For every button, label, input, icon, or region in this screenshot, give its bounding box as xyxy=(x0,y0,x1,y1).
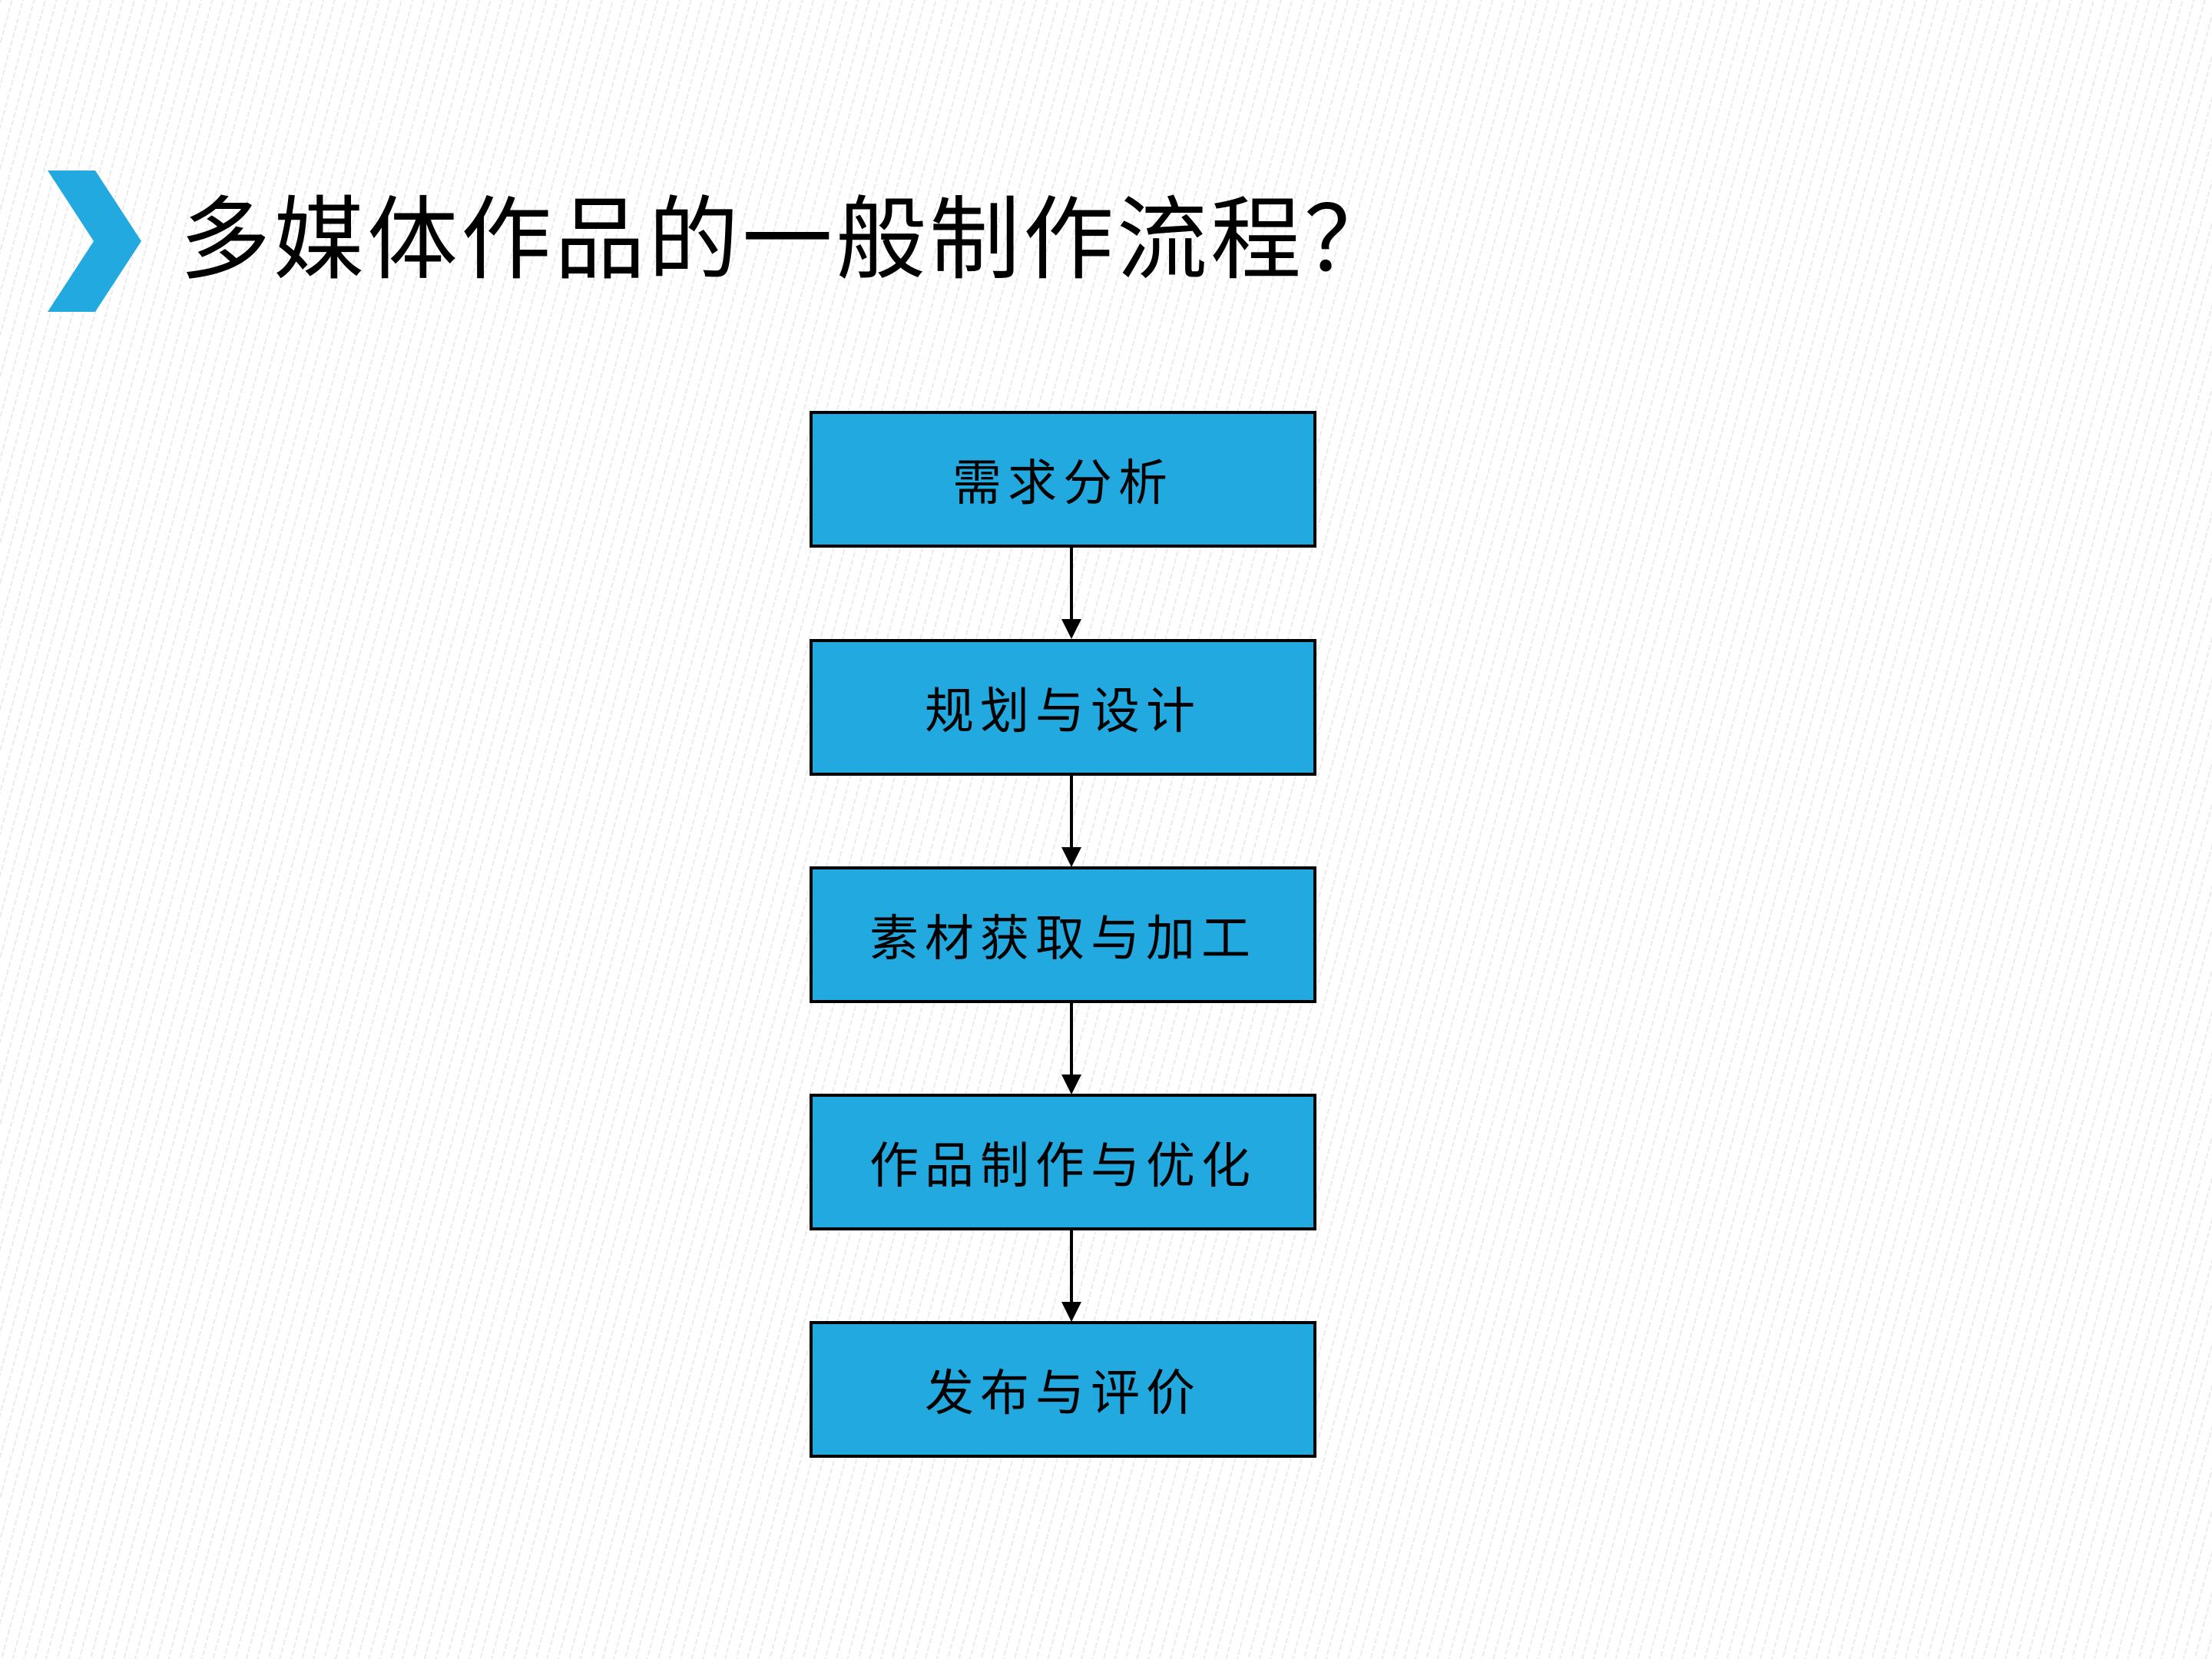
arrow-shaft xyxy=(1070,776,1073,850)
arrow-head xyxy=(1061,1075,1081,1094)
chevron-right-icon xyxy=(48,171,141,312)
flow-step-release-evaluation: 发布与评价 xyxy=(810,1321,1316,1458)
flow-step-label: 发布与评价 xyxy=(925,1366,1201,1421)
flow-step-label: 需求分析 xyxy=(952,456,1174,511)
flowchart: 需求分析 规划与设计 素材获取与加工 作品制作与优化 发布与评价 xyxy=(810,411,1316,1459)
arrow-shaft xyxy=(1070,1003,1073,1078)
arrow-head xyxy=(1061,1302,1081,1322)
slide-title: 多媒体作品的一般制作流程？ xyxy=(180,190,1399,292)
slide-title-row: 多媒体作品的一般制作流程？ xyxy=(48,171,1398,312)
down-arrow-icon xyxy=(1061,1230,1081,1322)
flow-step-material-acquisition: 素材获取与加工 xyxy=(810,866,1316,1003)
arrow-shaft xyxy=(1070,548,1073,622)
flow-step-label: 规划与设计 xyxy=(925,684,1201,739)
flow-step-production-optimization: 作品制作与优化 xyxy=(810,1094,1316,1230)
down-arrow-icon xyxy=(1061,776,1081,867)
down-arrow-icon xyxy=(1061,1003,1081,1094)
flow-step-label: 作品制作与优化 xyxy=(869,1139,1257,1194)
flow-step-requirements: 需求分析 xyxy=(810,411,1316,548)
arrow-shaft xyxy=(1070,1230,1073,1305)
arrow-head xyxy=(1061,847,1081,867)
arrow-head xyxy=(1061,619,1081,639)
flow-step-planning-design: 规划与设计 xyxy=(810,639,1316,776)
flow-step-label: 素材获取与加工 xyxy=(869,912,1257,966)
down-arrow-icon xyxy=(1061,548,1081,639)
